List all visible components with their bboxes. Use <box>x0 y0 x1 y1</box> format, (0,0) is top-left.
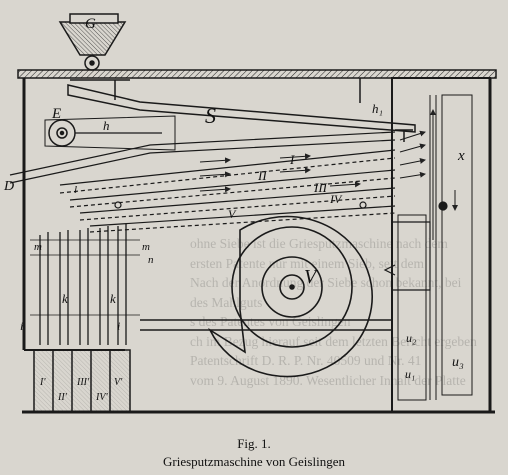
label-outlet-d: D <box>3 179 14 194</box>
label-i-left: i <box>20 319 23 333</box>
figure-title: Griesputzmaschine von Geislingen <box>163 454 345 469</box>
label-layer-2: II <box>257 168 267 183</box>
label-outlet-4: IV' <box>95 392 108 403</box>
label-bin-k2: k <box>110 291 116 306</box>
label-u2: u₂ <box>406 331 416 345</box>
label-rod: h <box>103 118 110 133</box>
label-x-flap: x <box>457 148 465 164</box>
bg-line: Nach der Anordnung der Siebe schon bekan… <box>190 275 462 290</box>
label-m-right: m <box>142 241 150 253</box>
label-layer-1: I <box>289 152 295 167</box>
label-outlet-5: V' <box>114 377 123 388</box>
label-m-left: m <box>34 241 42 253</box>
label-lever: h₁ <box>372 101 383 116</box>
sieve-stack <box>9 131 396 233</box>
bg-line: vom 9. August 1890. Wesentlicher Inhalt … <box>190 372 466 388</box>
lever <box>359 78 413 142</box>
machine-drawing: G S E h h₁ D V x k k m m n i i l u₂ u₁ u… <box>3 13 497 414</box>
label-layer-4: IV <box>329 192 343 206</box>
label-layer-3: III <box>313 180 328 195</box>
label-eccentric: E <box>51 106 61 122</box>
right-chamber-parts <box>383 94 473 401</box>
label-outlet-2: II' <box>57 392 68 403</box>
housing-top-beam <box>17 69 497 79</box>
hopper <box>58 13 127 71</box>
right-chamber <box>391 77 491 413</box>
bg-line: Patentschrift D. R. P. Nr. 40509 und Nr.… <box>190 353 422 368</box>
label-n-right: n <box>148 254 154 266</box>
label-u1: u₁ <box>405 367 415 381</box>
label-hopper: G <box>85 16 96 32</box>
label-l: l <box>74 184 77 196</box>
label-sieve: S <box>205 103 216 128</box>
fan <box>140 215 431 378</box>
bg-line: s des Patentes von Geislingen <box>190 314 351 329</box>
airflow-arrows <box>199 109 458 240</box>
eccentric <box>44 115 176 151</box>
label-u3: u₃ <box>452 355 464 370</box>
label-fan: V <box>304 266 319 288</box>
label-outlet-1: I' <box>39 377 46 388</box>
bg-line: des Mahlguts <box>190 294 263 310</box>
figure-number: Fig. 1. <box>237 436 271 451</box>
label-bin-k1: k <box>62 291 68 306</box>
bg-line: ch im Bezug hierauf seit dem letzten Ber… <box>190 333 477 349</box>
collecting-bins <box>33 349 131 413</box>
label-outlet-3: III' <box>76 377 90 388</box>
show-through-text: ohne Siebe ist die Gries­putzmaschine na… <box>190 234 508 390</box>
outlet-chutes <box>30 224 140 345</box>
label-i-right: i <box>117 319 120 333</box>
feed-shoe <box>67 79 416 133</box>
label-layer-5: V <box>228 207 237 221</box>
